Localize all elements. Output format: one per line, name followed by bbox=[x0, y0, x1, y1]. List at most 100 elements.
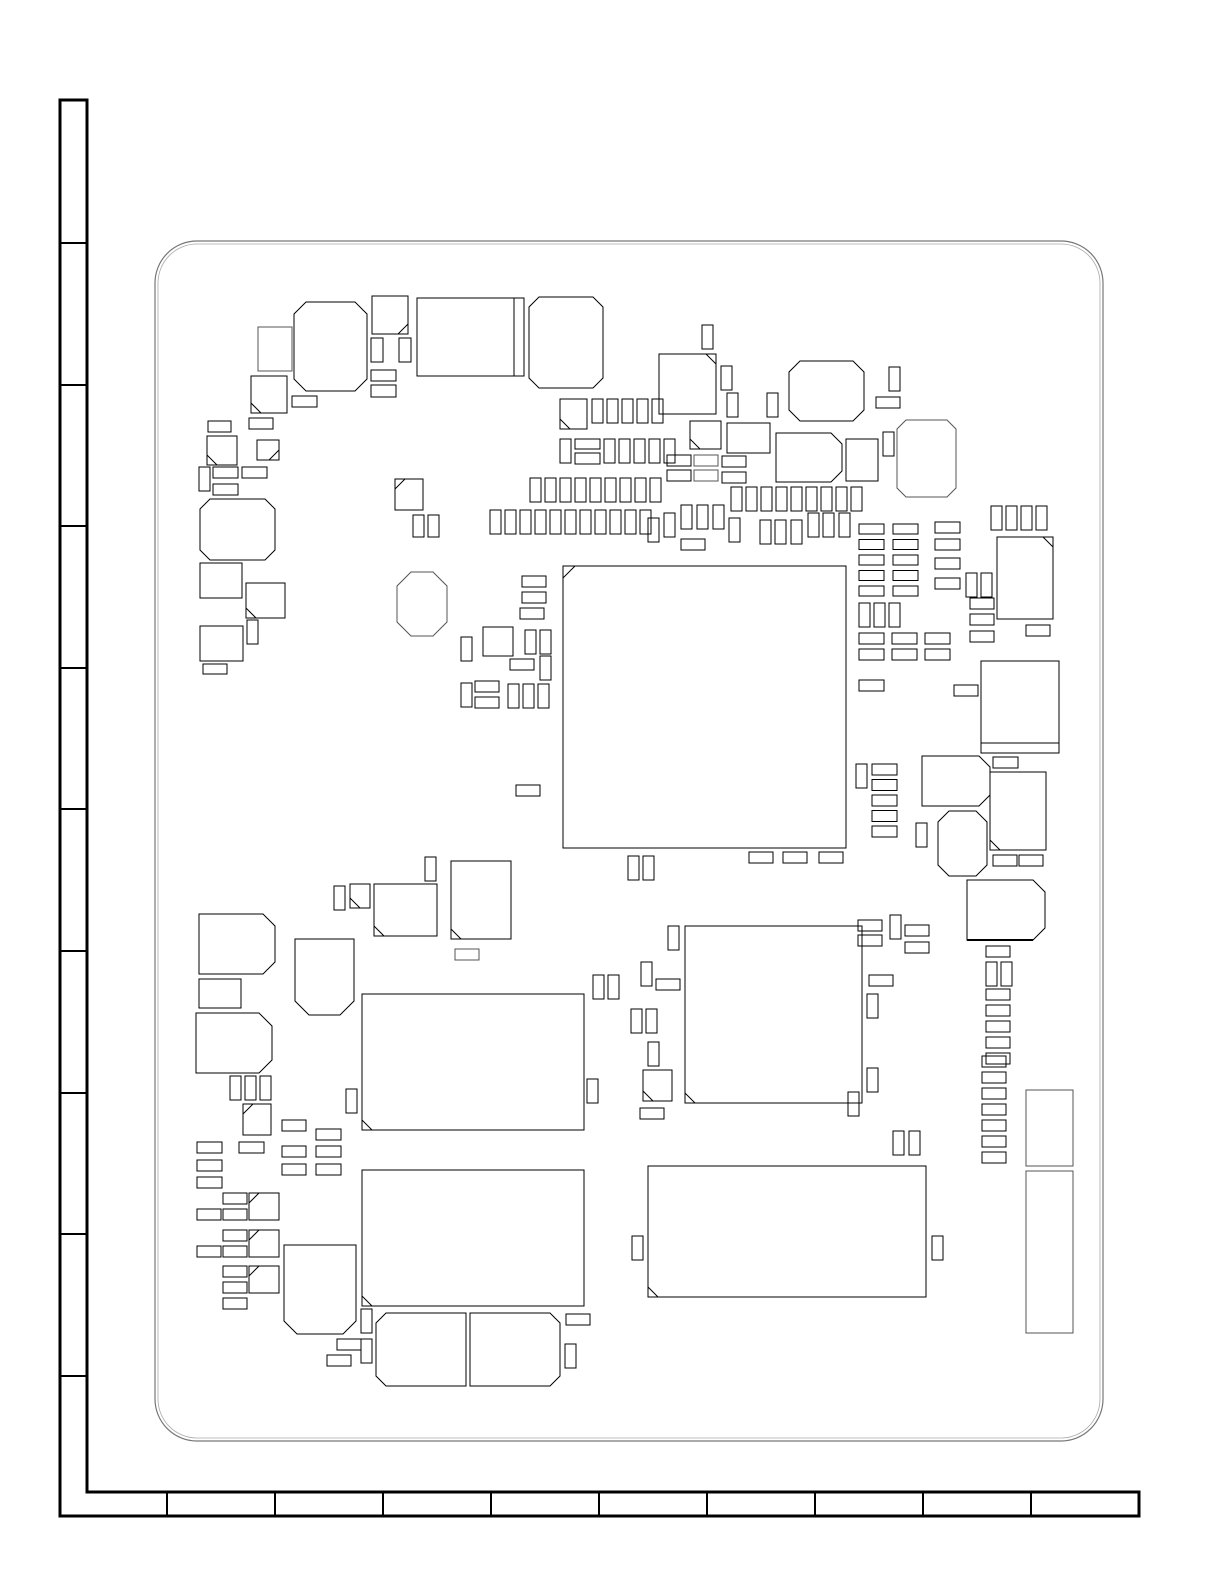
smd-pad-component bbox=[721, 366, 732, 390]
smd-pad-component bbox=[239, 1142, 264, 1153]
smd-pad-component bbox=[970, 598, 994, 609]
smd-pad-component bbox=[970, 631, 994, 642]
smd-pad-component bbox=[538, 684, 549, 708]
smd-pad-component bbox=[199, 467, 210, 491]
component-layer bbox=[196, 296, 1073, 1386]
smd-pad-component bbox=[935, 578, 960, 589]
smd-pad-component bbox=[371, 385, 396, 397]
smd-pad-component bbox=[249, 1230, 279, 1257]
board-outline bbox=[155, 241, 1103, 1441]
smd-pad-component bbox=[223, 1193, 247, 1204]
inductor-component bbox=[199, 914, 275, 974]
smd-pad-component bbox=[566, 1314, 590, 1325]
smd-pad-component bbox=[867, 1068, 878, 1092]
smd-pad-component bbox=[1006, 506, 1017, 530]
smd-pad-component bbox=[694, 455, 718, 466]
smd-pad-component bbox=[475, 681, 499, 692]
smd-pad-component bbox=[520, 608, 544, 619]
pin1-marker bbox=[362, 1120, 372, 1130]
smd-pad-component bbox=[643, 1070, 672, 1101]
smd-pad-component bbox=[986, 1037, 1010, 1048]
drawing-frame bbox=[60, 100, 1139, 1516]
smd-pad-component bbox=[550, 510, 561, 534]
smd-pad-component bbox=[982, 1104, 1006, 1115]
memory-chip bbox=[362, 1170, 584, 1306]
shield-can-component bbox=[470, 1313, 560, 1386]
smd-pad-component bbox=[643, 856, 654, 880]
smd-pad-component bbox=[749, 852, 773, 863]
pin1-marker bbox=[207, 455, 217, 465]
smd-pad-component bbox=[316, 1146, 341, 1157]
smd-pad-component bbox=[200, 563, 242, 598]
smd-pad-component bbox=[540, 656, 551, 680]
smd-pad-component bbox=[932, 1236, 943, 1260]
smd-pad-component bbox=[590, 478, 601, 502]
smd-pad-component bbox=[883, 432, 894, 456]
inductor-component bbox=[196, 1013, 272, 1073]
smd-pad-component bbox=[664, 439, 675, 463]
smd-pad-component bbox=[970, 614, 994, 625]
smd-pad-component bbox=[697, 505, 708, 529]
smd-pad-component bbox=[505, 510, 516, 534]
smd-pad-component bbox=[634, 439, 645, 463]
smd-pad-component bbox=[859, 540, 884, 550]
smd-pad-component bbox=[327, 1355, 351, 1366]
smd-pad-component bbox=[1021, 506, 1032, 530]
smd-pad-component bbox=[783, 852, 807, 863]
smd-pad-component bbox=[808, 513, 819, 537]
pin1-marker bbox=[374, 926, 384, 936]
smd-pad-component bbox=[646, 1009, 657, 1033]
smd-pad-component bbox=[982, 1072, 1006, 1083]
smd-pad-component bbox=[760, 520, 771, 544]
smd-pad-component bbox=[223, 1298, 247, 1309]
smd-pad-component bbox=[823, 513, 834, 537]
smd-pad-component bbox=[213, 467, 238, 478]
smd-pad-component bbox=[905, 942, 929, 953]
smd-pad-component bbox=[650, 478, 661, 502]
smd-pad-component bbox=[656, 979, 680, 990]
inductor-component bbox=[938, 811, 987, 876]
pin1-marker bbox=[249, 1193, 259, 1203]
smd-pad-component bbox=[889, 603, 900, 627]
connector-component bbox=[981, 661, 1059, 753]
smd-pad-component bbox=[839, 513, 850, 537]
smd-pad-component bbox=[893, 555, 918, 565]
smd-pad-component bbox=[461, 683, 472, 707]
smd-pad-component bbox=[508, 684, 519, 708]
smd-pad-component bbox=[982, 1120, 1006, 1131]
smd-pad-component bbox=[848, 1092, 859, 1116]
smd-pad-component bbox=[722, 456, 746, 467]
smd-pad-component bbox=[990, 772, 1046, 850]
smd-pad-component bbox=[859, 571, 884, 581]
smd-pad-component bbox=[681, 505, 692, 529]
smd-pad-component bbox=[935, 539, 960, 550]
smd-pad-component bbox=[334, 886, 345, 910]
smd-pad-component bbox=[371, 370, 396, 381]
smd-pad-component bbox=[610, 510, 621, 534]
smd-pad-component bbox=[243, 1104, 271, 1135]
smd-pad-component bbox=[664, 513, 675, 537]
smd-pad-component bbox=[247, 620, 258, 644]
smd-pad-component bbox=[1019, 855, 1043, 866]
smd-pad-component bbox=[652, 399, 663, 423]
smd-pad-component bbox=[893, 586, 918, 596]
ic-component bbox=[372, 296, 408, 334]
inductor-component bbox=[200, 499, 275, 560]
smd-pad-component bbox=[668, 926, 679, 950]
smd-pad-component bbox=[475, 697, 499, 708]
smd-pad-component bbox=[746, 487, 757, 511]
smd-pad-component bbox=[727, 423, 770, 453]
smd-pad-component bbox=[761, 487, 772, 511]
smd-pad-component bbox=[982, 1088, 1006, 1099]
smd-pad-component bbox=[893, 540, 918, 550]
pin1-marker bbox=[560, 419, 570, 429]
smd-pad-component bbox=[197, 1160, 222, 1171]
pin1-marker bbox=[398, 324, 408, 334]
inductor-component bbox=[776, 433, 842, 482]
smd-pad-component bbox=[667, 470, 691, 481]
smd-pad-component bbox=[635, 478, 646, 502]
smd-pad-component bbox=[374, 884, 437, 936]
smd-pad-component bbox=[316, 1129, 341, 1140]
smd-pad-component bbox=[223, 1282, 247, 1293]
smd-pad-component bbox=[851, 487, 862, 511]
